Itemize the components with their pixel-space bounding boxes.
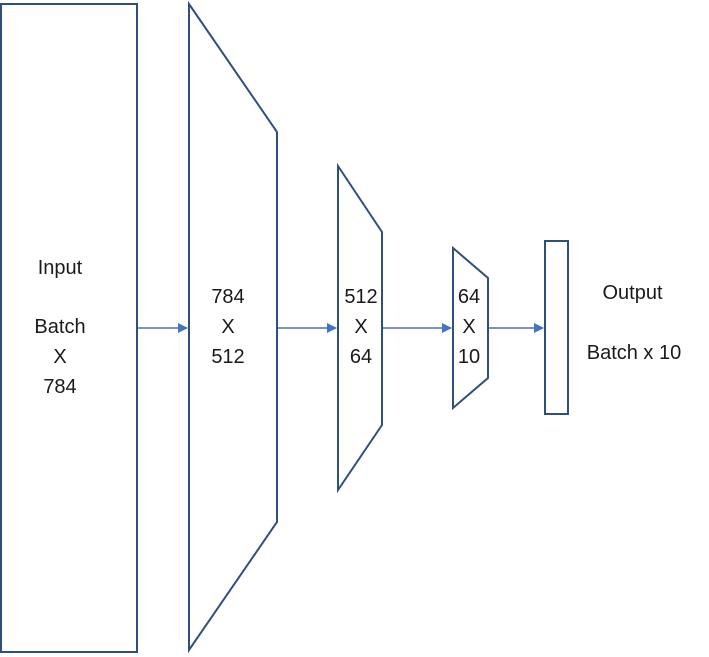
layer1-shape-line: X [221,316,235,338]
layer3-shape-label: 64 X 10 [446,282,492,372]
input-shape-label: Batch X 784 [0,312,120,402]
input-shape-line: 784 [43,376,77,398]
layer3-shape-line: 10 [457,346,481,368]
layer1-shape-line: 512 [211,346,245,368]
input-block [0,3,138,653]
layer2-shape-line: 64 [349,346,373,368]
input-shape-line: X [53,346,67,368]
output-title: Output [602,282,663,304]
layer1-trapezoid [188,0,278,654]
input-shape-line: Batch [34,316,86,338]
layer2-shape-line: X [354,316,368,338]
layer2-trapezoid [337,162,383,494]
layer1-shape-line: 784 [211,286,245,308]
layer1-shape-label: 784 X 512 [198,282,258,372]
output-shape-label: Batch x 10 [586,342,682,364]
output-block [544,240,569,415]
input-title: Input [37,257,83,279]
layer2-shape-label: 512 X 64 [333,282,389,372]
layer3-shape-line: X [462,316,476,338]
layer3-shape-line: 64 [457,286,481,308]
layer3-trapezoid [452,245,489,411]
layer2-shape-line: 512 [344,286,378,308]
